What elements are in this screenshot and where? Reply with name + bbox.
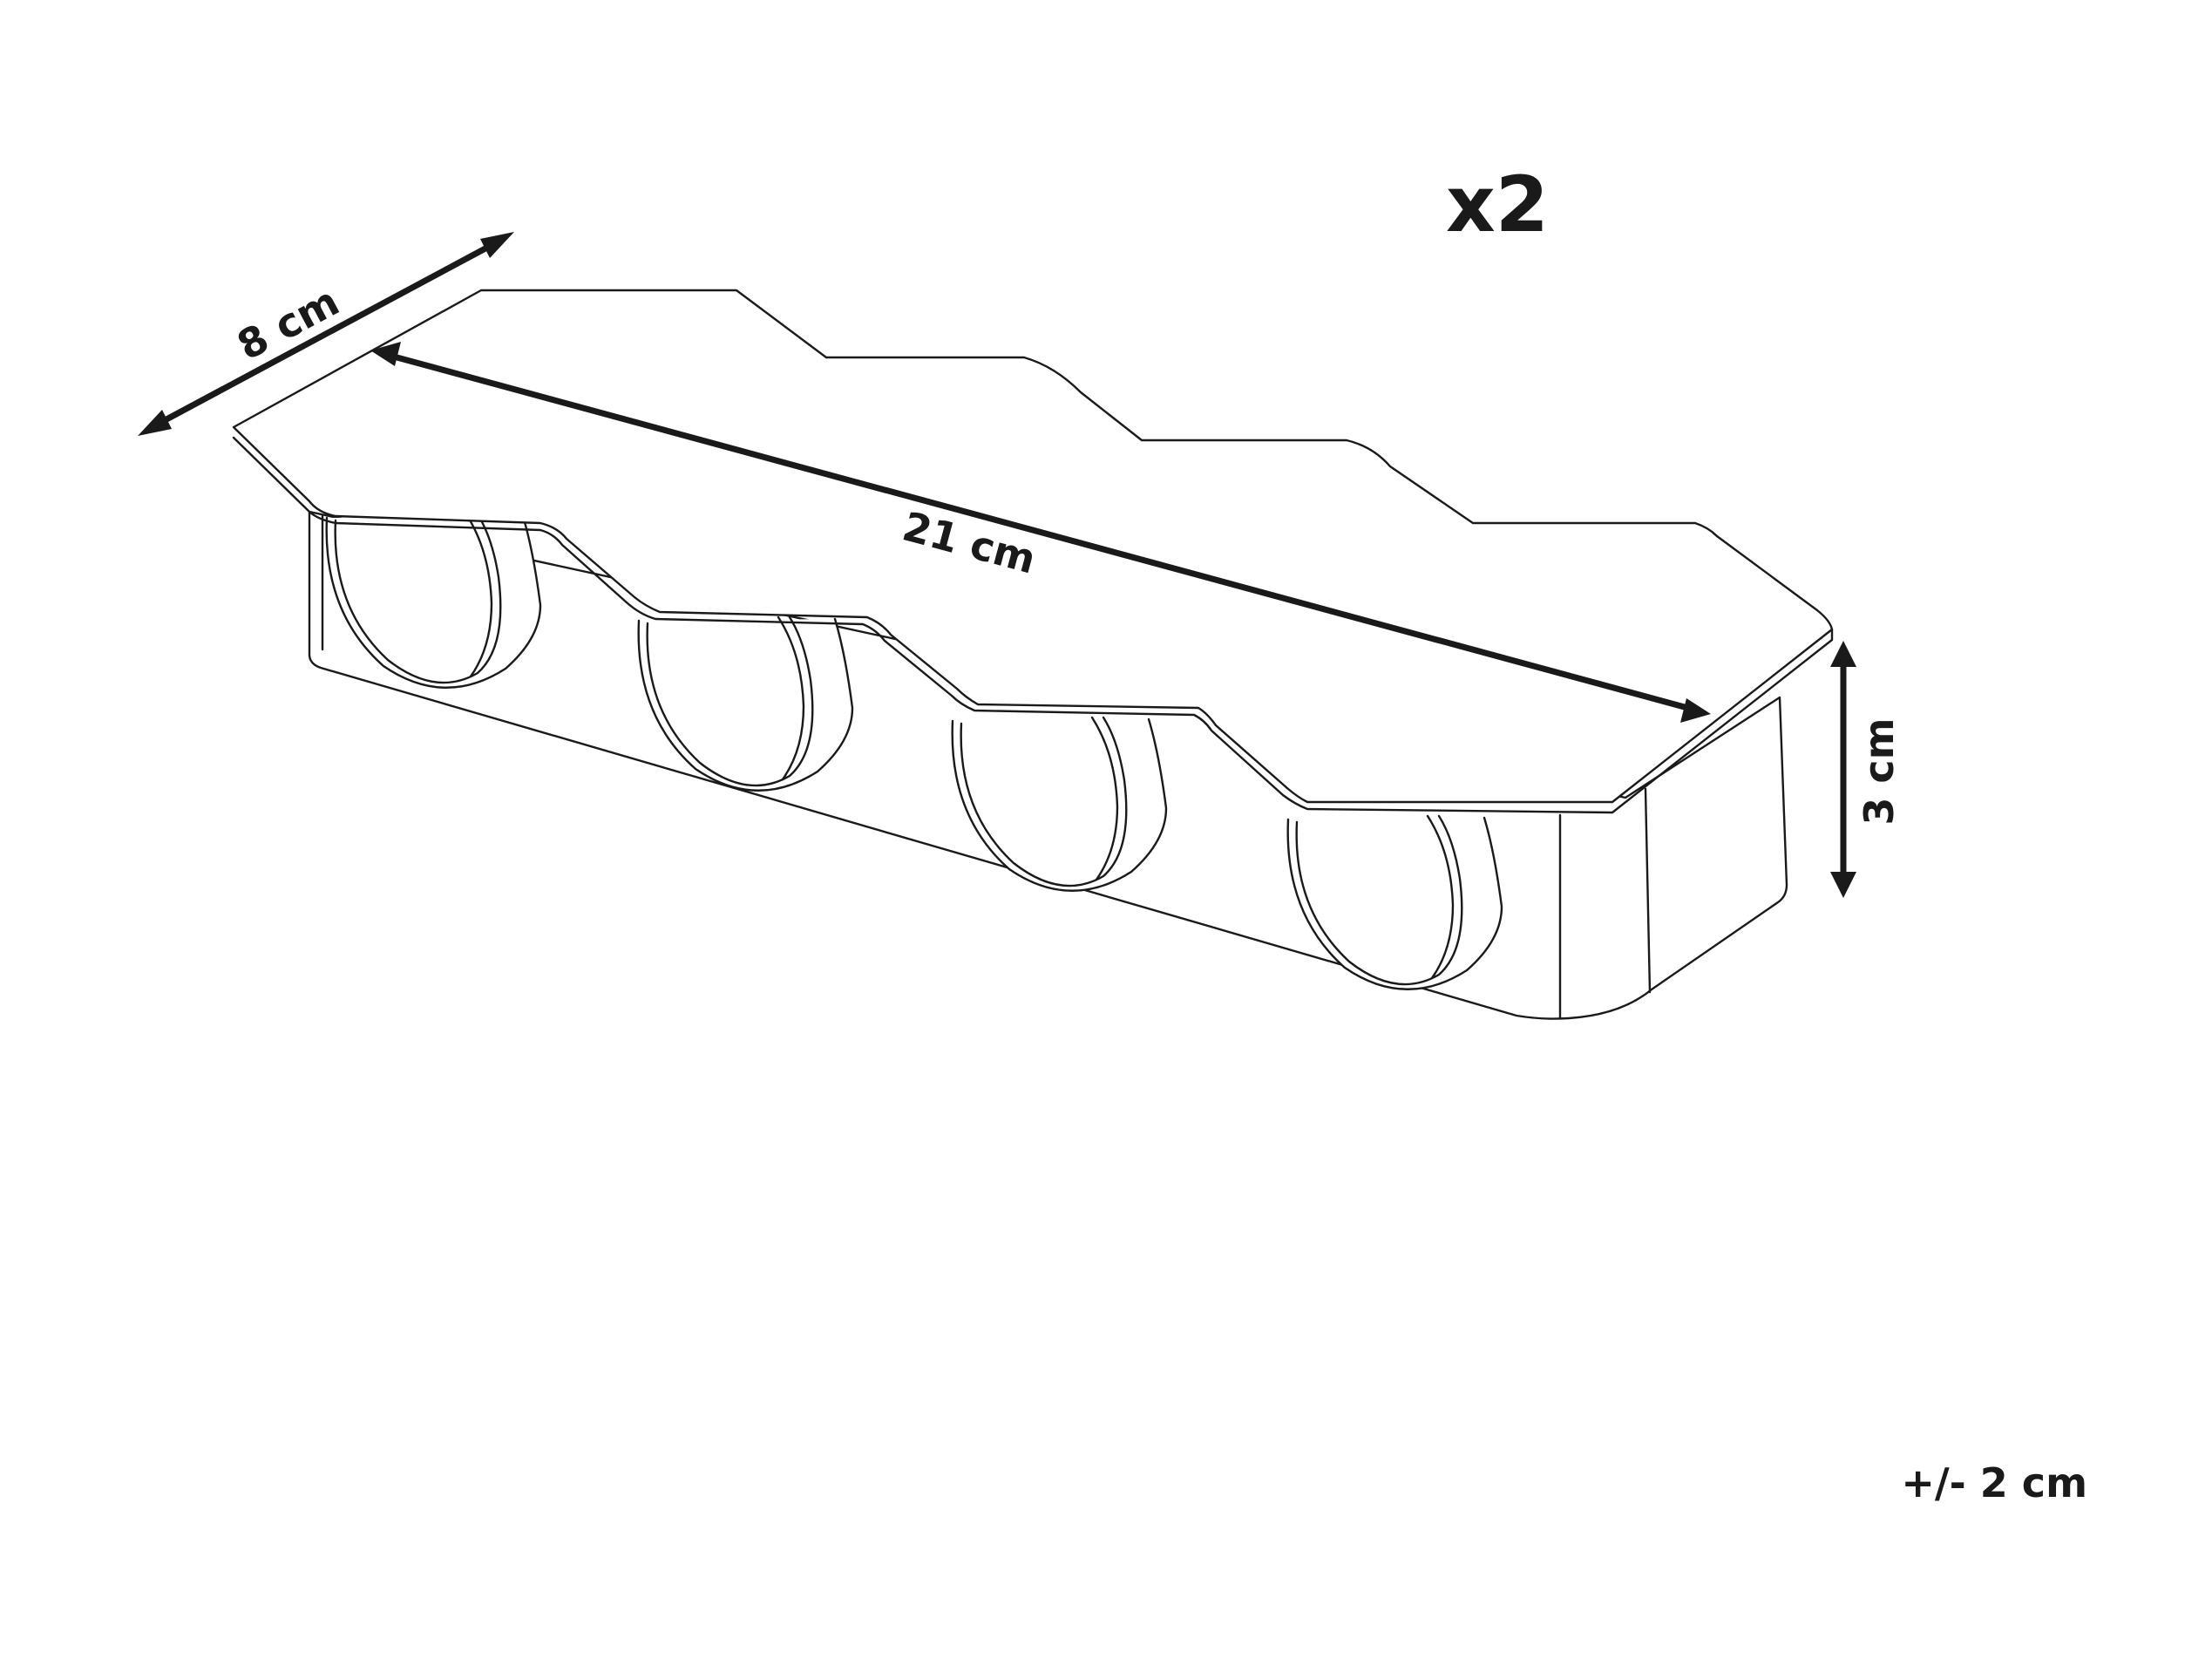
height-arrow-head-top [1830, 641, 1856, 667]
length-dimension-arrow [370, 342, 1711, 723]
cup-4 [1286, 814, 1503, 990]
cup-outer-rim [1286, 816, 1503, 990]
height-label: 3 cm [1856, 717, 1903, 825]
depth-arrow-head-right [480, 232, 514, 258]
cup-outer-rim [951, 717, 1168, 892]
tolerance-note: +/- 2 cm [1901, 1459, 2087, 1506]
length-arrow-head-right [1680, 698, 1711, 723]
cup-lip-edge [465, 513, 493, 678]
shelf-right-end-edge-2 [1644, 787, 1652, 994]
length-arrow-head-left [370, 342, 401, 366]
cup-lip-edge [777, 615, 805, 781]
shelf-cups [325, 513, 1503, 990]
shelf-top [232, 289, 1834, 814]
height-arrow-head-bottom [1830, 872, 1856, 898]
cup-2 [637, 615, 854, 792]
dimension-annotations [138, 232, 1856, 898]
cup-3 [951, 716, 1168, 892]
shelf-top-lip [232, 436, 1834, 814]
quantity-label: x2 [1446, 160, 1549, 249]
depth-dimension-arrow [138, 232, 514, 436]
depth-arrow-head-left [138, 410, 172, 436]
cup-lip-edge [1426, 814, 1455, 980]
shelf-top-plate [232, 289, 1834, 804]
height-dimension-arrow [1830, 641, 1856, 898]
cup-1 [325, 513, 542, 689]
cup-lip-edge [1090, 716, 1119, 881]
